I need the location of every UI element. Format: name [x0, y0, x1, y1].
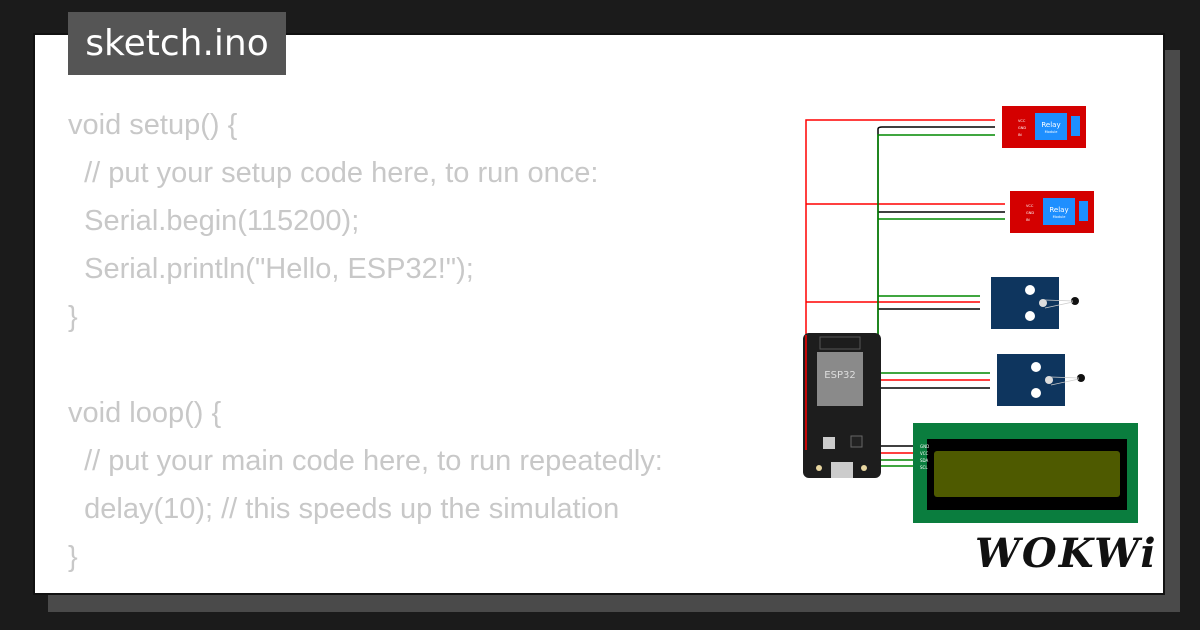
temperature-sensor-1 [991, 277, 1079, 329]
code-line: void setup() { [68, 109, 238, 141]
relay-module-1: Relay Module VCC GND IN [1002, 106, 1086, 148]
pin-label: GND [920, 444, 929, 449]
wire-vcc-relay1 [805, 119, 995, 355]
relay-label: Relay [1049, 206, 1068, 214]
relay-label: Relay [1041, 121, 1060, 129]
wokwi-logo: WOKWi [975, 530, 1158, 577]
pin-label: IN [1026, 218, 1030, 222]
code-line: Serial.begin(115200); [68, 205, 360, 237]
relay-sublabel: Module [1045, 130, 1058, 134]
esp32-board: ESP32 [803, 333, 881, 478]
pin-label: SDA [920, 458, 929, 463]
pin-label: GND [1026, 211, 1034, 215]
code-line: delay(10); // this speeds up the simulat… [68, 493, 620, 525]
wire-gnd-relay1 [877, 126, 995, 340]
pin-label: VCC [1026, 204, 1034, 208]
relay-module-2: Relay Module VCC GND IN [1010, 191, 1094, 233]
temperature-sensor-2 [997, 354, 1085, 406]
relay-sublabel: Module [1053, 215, 1066, 219]
esp32-label: ESP32 [824, 370, 855, 381]
code-line: // put your setup code here, to run once… [68, 157, 599, 189]
code-line: } [68, 301, 78, 333]
pin-label: SCL [920, 465, 928, 470]
wire-in-relay1 [877, 134, 995, 340]
code-line: } [68, 541, 78, 573]
code-line: Serial.println("Hello, ESP32!"); [68, 253, 474, 285]
pin-label: VCC [1018, 119, 1026, 123]
code-line: void loop() { [68, 397, 222, 429]
pin-label: IN [1018, 133, 1022, 137]
code-line: // put your main code here, to run repea… [68, 445, 663, 477]
sketch-filename: sketch.ino [68, 12, 286, 75]
pin-label: GND [1018, 126, 1026, 130]
pin-label: VCC [920, 451, 929, 456]
lcd-1602: GND VCC SDA SCL [913, 423, 1138, 523]
